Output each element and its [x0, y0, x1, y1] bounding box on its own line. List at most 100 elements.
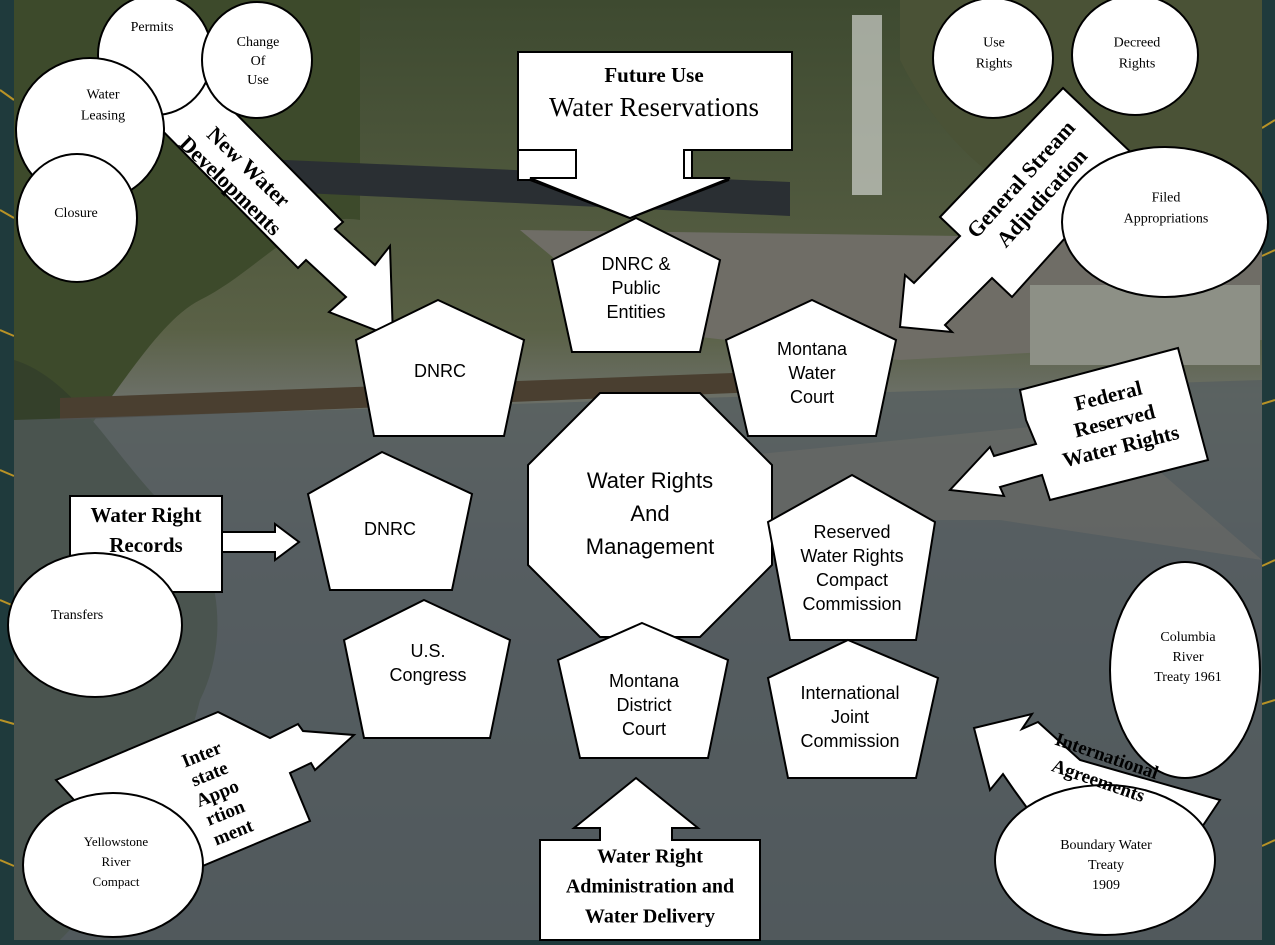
- boundary-treaty-text-line: Treaty: [1088, 858, 1124, 873]
- compact-commission-label-line: Reserved: [813, 522, 890, 542]
- pentagon-compact-commission: [766, 473, 937, 641]
- closure-text: Closure: [54, 206, 98, 221]
- center-label-line: Management: [586, 534, 714, 559]
- future-use-arrow-box: [517, 51, 793, 220]
- use-rights-text-line: Rights: [976, 57, 1013, 72]
- federal-reserved-arrow: [947, 346, 1210, 502]
- transfers-text-line: Transfers: [51, 608, 103, 623]
- district-court-label-line: Court: [622, 719, 666, 739]
- water-court-label-line: Montana: [777, 339, 848, 359]
- yellowstone-compact-text-line: Compact: [93, 874, 140, 889]
- change-of-use-text-line: Of: [251, 54, 266, 69]
- oval-filed-appropriations: [1061, 146, 1269, 298]
- closure-text-line: Closure: [54, 206, 98, 221]
- oval-use-rights: [932, 0, 1054, 119]
- transfers-text: Transfers: [51, 608, 103, 623]
- compact-commission-label-line: Commission: [802, 594, 901, 614]
- center-label-line: Water Rights: [587, 468, 713, 493]
- future-use-subtitle: Water Reservations: [549, 92, 759, 122]
- pentagon-dnrc-top: [354, 298, 526, 437]
- permits-text-line: Permits: [131, 20, 174, 35]
- filed-appropriations-text-line: Appropriations: [1124, 212, 1209, 227]
- change-of-use-text-line: Use: [247, 73, 269, 88]
- yellowstone-compact-text-line: Yellowstone: [84, 834, 149, 849]
- water-leasing-text-line: Water: [86, 88, 119, 103]
- water-leasing-text-line: Leasing: [81, 109, 125, 124]
- permits-text: Permits: [131, 20, 174, 35]
- compact-commission-label-line: Water Rights: [800, 546, 903, 566]
- pentagon-dnrc-mid: [306, 450, 474, 591]
- dnrc-mid-label: DNRC: [364, 519, 416, 539]
- columbia-treaty-text-line: Treaty 1961: [1154, 670, 1222, 685]
- filed-appropriations-text-line: Filed: [1152, 191, 1181, 206]
- columbia-treaty-text-line: Columbia: [1160, 630, 1216, 645]
- administration-label-line: Water Delivery: [585, 906, 715, 928]
- federal-reserved-label: FederalReservedWater Rights: [1047, 370, 1181, 473]
- oval-closure: [16, 153, 138, 283]
- compact-commission-label-line: Compact: [816, 570, 888, 590]
- oval-boundary-treaty: [994, 784, 1216, 936]
- stream-adjudication-arrow: [898, 86, 1139, 334]
- joint-commission-label-line: Commission: [800, 731, 899, 751]
- administration-arrow: [539, 776, 761, 941]
- right-records-label-line: Records: [109, 533, 182, 557]
- joint-commission-label-line: Joint: [831, 707, 869, 727]
- new-water-developments-arrow: [138, 60, 395, 339]
- congress-label-line: U.S.: [410, 641, 445, 661]
- pentagon-joint-commission: [766, 638, 940, 779]
- district-court-label-line: District: [617, 695, 672, 715]
- use-rights-text-line: Use: [983, 36, 1005, 51]
- boundary-treaty-text-line: 1909: [1092, 878, 1120, 893]
- oval-change-of-use: [201, 1, 313, 119]
- oval-yellowstone-compact: [22, 792, 204, 938]
- water-court-label-line: Water: [788, 363, 835, 383]
- dnrc-top-label: DNRC: [414, 361, 466, 381]
- pentagon-congress: [342, 598, 512, 739]
- pentagon-district-court: [556, 621, 730, 759]
- water-right-records-arrow: [221, 522, 301, 562]
- dnrc-public-label-line: Public: [611, 278, 660, 298]
- pentagon-dnrc-public: [550, 216, 722, 353]
- future-use-title: Future Use: [604, 63, 703, 87]
- central-octagon: [527, 392, 773, 638]
- boundary-treaty-text-line: Boundary Water: [1060, 838, 1152, 853]
- columbia-treaty-text-line: River: [1172, 650, 1203, 665]
- administration-label-line: Administration and: [566, 876, 734, 898]
- oval-transfers: [7, 552, 183, 698]
- center-label-line: And: [630, 501, 669, 526]
- district-court-label-line: Montana: [609, 671, 680, 691]
- change-of-use-text-line: Change: [237, 35, 280, 50]
- decreed-rights-text-line: Decreed: [1114, 36, 1161, 51]
- oval-decreed-rights: [1071, 0, 1199, 116]
- dnrc-public-label-line: Entities: [606, 302, 665, 322]
- joint-commission-label-line: International: [800, 683, 899, 703]
- water-court-label-line: Court: [790, 387, 834, 407]
- right-records-label-line: Water Right: [90, 503, 201, 527]
- congress-label-line: Congress: [389, 665, 466, 685]
- dnrc-mid-label-line: DNRC: [364, 519, 416, 539]
- administration-label-line: Water Right: [597, 846, 703, 868]
- dnrc-top-label-line: DNRC: [414, 361, 466, 381]
- yellowstone-compact-text-line: River: [102, 854, 132, 869]
- congress-label: U.S. Congress: [389, 641, 466, 685]
- dnrc-public-label-line: DNRC &: [601, 254, 670, 274]
- oval-columbia-treaty: [1109, 561, 1261, 779]
